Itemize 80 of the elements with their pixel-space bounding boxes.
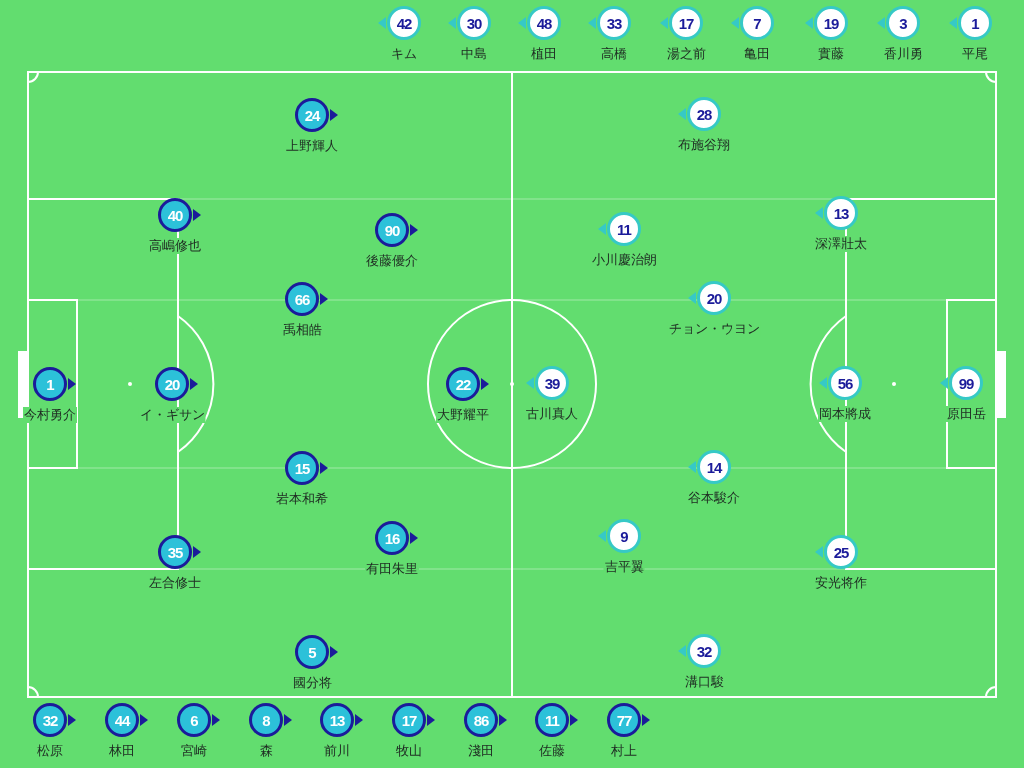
player-marker: 25 — [824, 535, 858, 569]
player-marker: 20 — [155, 367, 189, 401]
player-name: 湯之前 — [665, 46, 707, 62]
player-name: 高嶋修也 — [148, 238, 202, 254]
player-marker: 30 — [457, 6, 491, 40]
player-marker: 35 — [158, 535, 192, 569]
player-marker: 5 — [295, 635, 329, 669]
player-name: 上野輝人 — [285, 138, 339, 154]
player-name: 淺田 — [467, 743, 495, 759]
player-name: 深澤壯太 — [814, 236, 868, 252]
player-name: 有田朱里 — [365, 561, 419, 577]
player-name: 佐藤 — [538, 743, 566, 759]
player-name: 平尾 — [961, 46, 989, 62]
player-name: 高橋 — [600, 46, 628, 62]
player-marker: 15 — [285, 451, 319, 485]
player-marker: 56 — [828, 366, 862, 400]
player-name: 岩本和希 — [275, 491, 329, 507]
player-marker: 9 — [607, 519, 641, 553]
player-marker: 42 — [387, 6, 421, 40]
player-marker: 77 — [607, 703, 641, 737]
player-name: 後藤優介 — [365, 253, 419, 269]
player-name: 林田 — [108, 743, 136, 759]
player-marker: 32 — [33, 703, 67, 737]
player-marker: 16 — [375, 521, 409, 555]
player-name: 安光将作 — [814, 575, 868, 591]
player-name: 松原 — [36, 743, 64, 759]
player-marker: 3 — [886, 6, 920, 40]
player-marker: 11 — [535, 703, 569, 737]
player-name: 植田 — [530, 46, 558, 62]
player-marker: 19 — [814, 6, 848, 40]
player-marker: 17 — [669, 6, 703, 40]
player-name: 禹相皓 — [281, 322, 323, 338]
player-marker: 86 — [464, 703, 498, 737]
player-name: チョン・ウヨン — [667, 321, 761, 337]
player-name: 牧山 — [395, 743, 423, 759]
player-name: キム — [390, 46, 418, 62]
player-marker: 11 — [607, 212, 641, 246]
player-marker: 8 — [249, 703, 283, 737]
player-name: 實藤 — [817, 46, 845, 62]
player-name: 原田岳 — [945, 406, 987, 422]
player-marker: 66 — [285, 282, 319, 316]
player-marker: 48 — [527, 6, 561, 40]
player-name: 岡本將成 — [818, 406, 872, 422]
player-name: 左合修士 — [148, 575, 202, 591]
player-name: 谷本駿介 — [687, 490, 741, 506]
player-marker: 32 — [687, 634, 721, 668]
player-marker: 39 — [535, 366, 569, 400]
player-marker: 90 — [375, 213, 409, 247]
player-name: 吉平翼 — [603, 559, 645, 575]
player-marker: 99 — [949, 366, 983, 400]
player-name: 森 — [258, 743, 274, 759]
player-name: 前川 — [323, 743, 351, 759]
player-marker: 24 — [295, 98, 329, 132]
player-name: 大野耀平 — [436, 407, 490, 423]
player-marker: 33 — [597, 6, 631, 40]
player-marker: 6 — [177, 703, 211, 737]
player-name: 溝口駿 — [683, 674, 725, 690]
player-marker: 1 — [33, 367, 67, 401]
player-marker: 13 — [320, 703, 354, 737]
player-name: 亀田 — [743, 46, 771, 62]
player-name: 中島 — [460, 46, 488, 62]
player-name: イ・ギサン — [138, 407, 206, 423]
player-marker: 1 — [958, 6, 992, 40]
player-name: 今村勇介 — [23, 407, 77, 423]
player-name: 村上 — [610, 743, 638, 759]
player-marker: 14 — [697, 450, 731, 484]
player-marker: 28 — [687, 97, 721, 131]
player-name: 宮崎 — [180, 743, 208, 759]
player-marker: 40 — [158, 198, 192, 232]
player-name: 香川勇 — [882, 46, 924, 62]
player-marker: 17 — [392, 703, 426, 737]
player-name: 古川真人 — [525, 406, 579, 422]
player-marker: 22 — [446, 367, 480, 401]
player-marker: 44 — [105, 703, 139, 737]
player-marker: 13 — [824, 196, 858, 230]
player-marker: 7 — [740, 6, 774, 40]
player-marker: 20 — [697, 281, 731, 315]
player-name: 布施谷翔 — [677, 137, 731, 153]
player-name: 小川慶治朗 — [590, 252, 658, 268]
player-name: 國分将 — [291, 675, 333, 691]
